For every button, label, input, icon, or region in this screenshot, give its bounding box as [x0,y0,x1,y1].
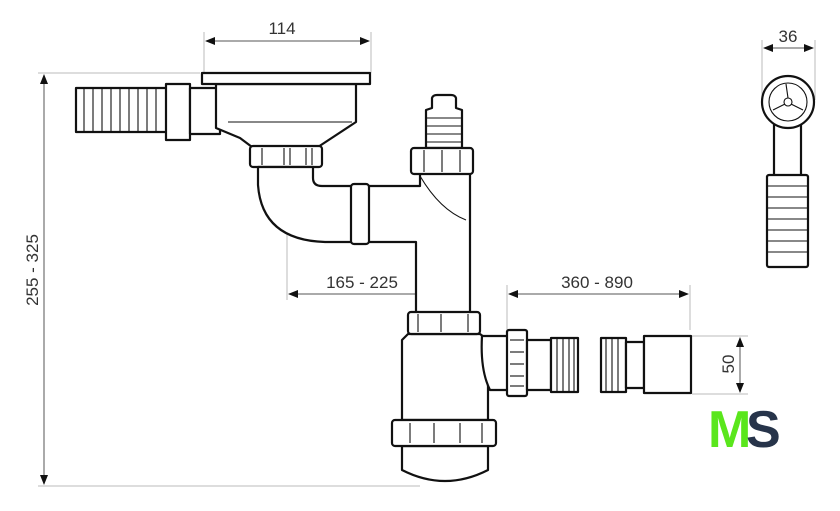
logo-letter-m: M [708,401,751,459]
dim-overflow-width: 36 [779,27,798,46]
dim-outlet-diameter: 50 [719,355,738,374]
extension-pipe [599,334,693,395]
dim-strainer-width: 114 [268,19,295,38]
overflow-side-view [760,74,816,269]
dim-pipe-span: 165 - 225 [326,273,398,292]
logo-letter-s: S [746,401,781,459]
dim-extension-length: 360 - 890 [561,273,633,292]
sink-strainer [200,71,372,169]
side-outlet [480,328,580,398]
vertical-branch [409,93,475,176]
bottle-trap [390,310,498,483]
brand-logo: M S [708,401,781,459]
dim-total-height: 255 - 325 [23,234,42,306]
overflow-hose [74,82,222,142]
